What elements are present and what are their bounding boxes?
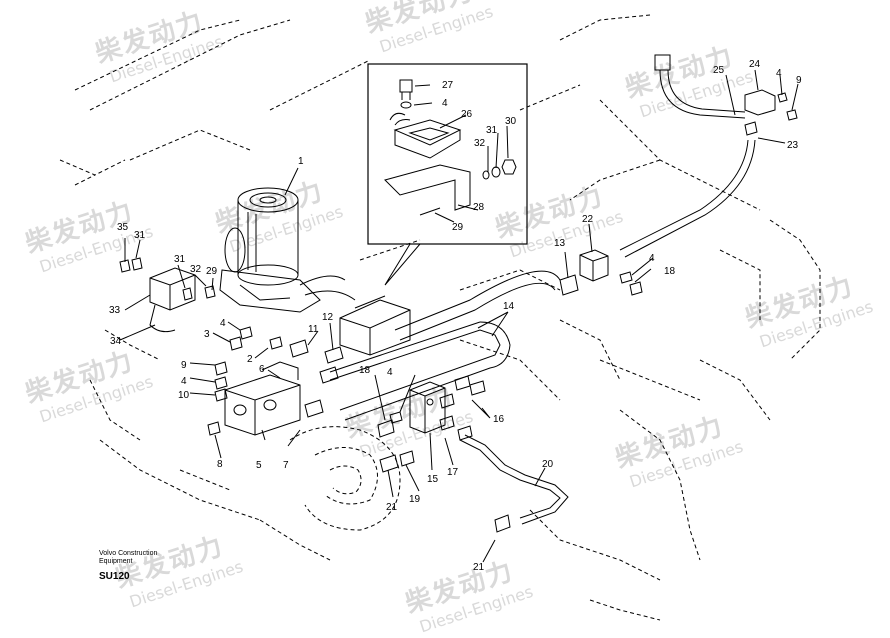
callout-label: 19 (409, 494, 421, 505)
callout-label: 22 (582, 214, 594, 225)
callout-label: 4 (649, 253, 655, 264)
callout-label: 4 (220, 318, 226, 329)
callout-label: 29 (206, 266, 218, 277)
callout-label: 31 (134, 230, 146, 241)
callout-label: 15 (427, 474, 439, 485)
callout-label: 26 (461, 109, 473, 120)
caption-line: Volvo Construction (99, 550, 158, 557)
callout-label: 24 (749, 59, 761, 70)
callout-label: 16 (493, 414, 505, 425)
callout-label: 25 (713, 65, 725, 76)
callout-label: 32 (474, 138, 486, 149)
callout-label: 35 (117, 222, 129, 233)
callout-label: 9 (181, 360, 187, 371)
callout-label: 31 (486, 125, 498, 136)
callout-label: 32 (190, 264, 202, 275)
caption-line: Equipment (99, 558, 133, 565)
callout-label: 1 (298, 156, 304, 167)
callout-label: 20 (542, 459, 554, 470)
callout-label: 27 (442, 80, 454, 91)
callout-label: 31 (174, 254, 186, 265)
callout-label: 14 (503, 301, 515, 312)
callout-label: 3 (204, 329, 210, 340)
callout-label: 7 (283, 460, 289, 471)
callout-label: 4 (181, 376, 187, 387)
callout-label: 4 (442, 98, 448, 109)
callout-label: 4 (776, 68, 782, 79)
callout-label: 10 (178, 390, 190, 401)
caption-code: SU120 (99, 571, 130, 582)
callout-label: 13 (554, 238, 566, 249)
callout-labels: 1 2 3 4 4 4 4 4 4 5 6 7 8 9 9 10 11 12 1… (109, 59, 802, 573)
caption: Volvo Construction Equipment (99, 550, 157, 566)
callout-label: 34 (110, 336, 122, 347)
callout-label: 8 (217, 459, 223, 470)
callout-label: 11 (308, 324, 319, 335)
callout-label: 29 (452, 222, 464, 233)
callout-label: 2 (247, 354, 253, 365)
callout-label: 18 (359, 365, 371, 376)
callout-label: 5 (256, 460, 262, 471)
callout-label: 30 (505, 116, 517, 127)
callout-label: 21 (386, 502, 398, 513)
callout-label: 6 (259, 364, 265, 375)
callout-label: 17 (447, 467, 459, 478)
callout-label: 23 (787, 140, 799, 151)
callout-label: 28 (473, 202, 485, 213)
callout-label: 12 (322, 312, 334, 323)
callout-label: 4 (387, 367, 393, 378)
callout-label: 33 (109, 305, 121, 316)
callout-label: 9 (796, 75, 802, 86)
callout-label: 21 (473, 562, 485, 573)
callout-label: 18 (664, 266, 676, 277)
